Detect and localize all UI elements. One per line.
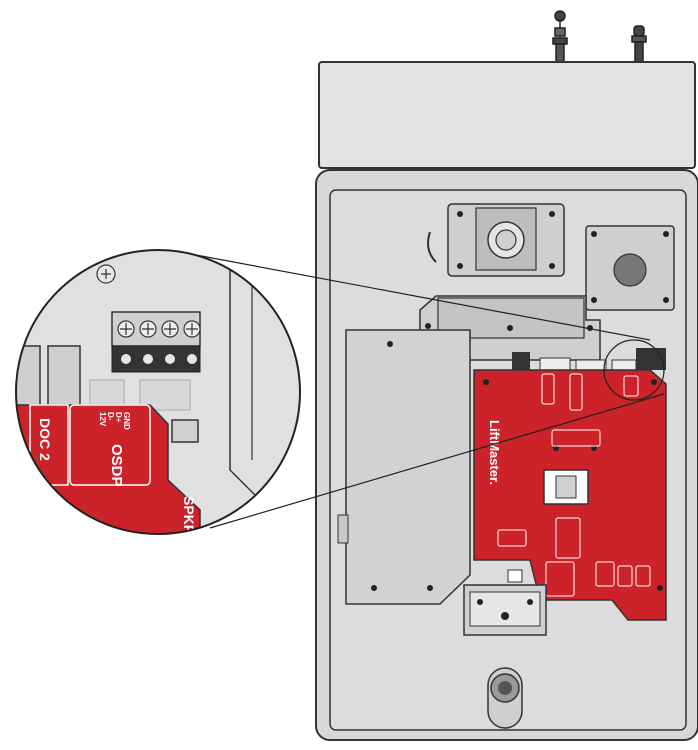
antenna-left [552, 10, 568, 63]
zoom-callout: DOC 2 OSDP GND D+ D- 12V SPKR [15, 249, 301, 535]
controller-board: LiftMaster. [473, 369, 667, 621]
lock-icon [487, 667, 523, 729]
callout-lines [195, 254, 665, 529]
pin-12v-label: 12V [98, 412, 107, 427]
pin-gnd-label: GND [122, 412, 131, 430]
enclosure-top-cap [318, 61, 696, 169]
bottom-mount [463, 569, 547, 636]
doc-2-label: DOC 2 [37, 418, 53, 461]
spkr-label: SPKR [181, 496, 197, 535]
terminal-block [111, 311, 201, 373]
zoom-target-circle [603, 339, 665, 401]
osdp-label: OSDP [108, 444, 125, 487]
microphone-module [585, 225, 675, 311]
pin-dminus-label: D- [106, 412, 115, 421]
pin-dplus-label: D+ [114, 412, 123, 423]
back-plate-left [345, 329, 471, 605]
speaker-module [427, 203, 565, 277]
antenna-right [631, 25, 647, 63]
brand-logo: LiftMaster. [487, 420, 502, 485]
